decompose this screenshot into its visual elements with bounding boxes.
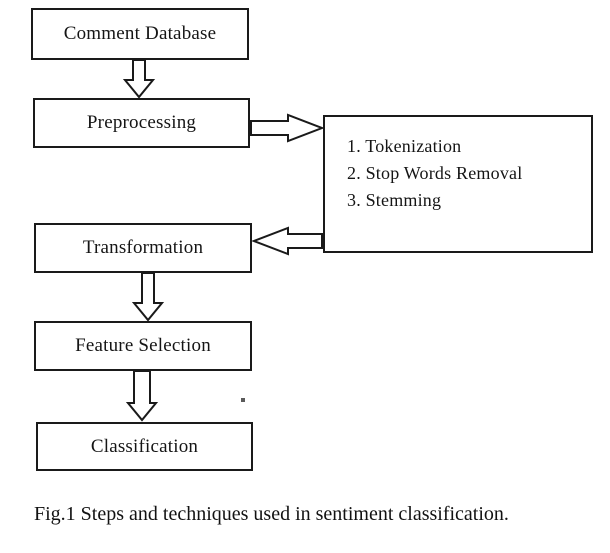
technique-item-tokenization: 1. Tokenization — [347, 136, 462, 156]
figure-caption: Fig.1 Steps and techniques used in senti… — [34, 503, 509, 525]
technique-item-stemming: 3. Stemming — [347, 190, 442, 210]
node-classification-label: Classification — [90, 435, 199, 457]
node-preprocessing-label: Preprocessing — [86, 112, 197, 133]
arrow-down-feature-selection-to-classification — [125, 370, 159, 422]
arrow-right-preprocessing-to-techniques — [250, 113, 325, 143]
node-transformation-label: Transformation — [82, 237, 204, 258]
arrow-down-comment-to-preprocessing — [122, 59, 156, 99]
node-preprocessing: Preprocessing — [33, 98, 250, 148]
technique-list: 1. Tokenization 2. Stop Words Removal 3.… — [325, 117, 591, 214]
arrow-down-transformation-to-feature-selection — [131, 272, 165, 322]
node-preprocessing-techniques: 1. Tokenization 2. Stop Words Removal 3.… — [323, 115, 593, 253]
technique-item-stop-words-removal: 2. Stop Words Removal — [347, 163, 523, 183]
node-transformation: Transformation — [34, 223, 252, 273]
node-comment-database: Comment Database — [31, 8, 249, 60]
node-feature-selection-label: Feature Selection — [75, 335, 211, 356]
node-comment-database-label: Comment Database — [63, 23, 217, 44]
stray-dot-artifact — [241, 398, 245, 402]
arrow-left-techniques-to-transformation — [251, 226, 323, 256]
node-classification: Classification — [36, 422, 253, 471]
node-feature-selection: Feature Selection — [34, 321, 252, 371]
